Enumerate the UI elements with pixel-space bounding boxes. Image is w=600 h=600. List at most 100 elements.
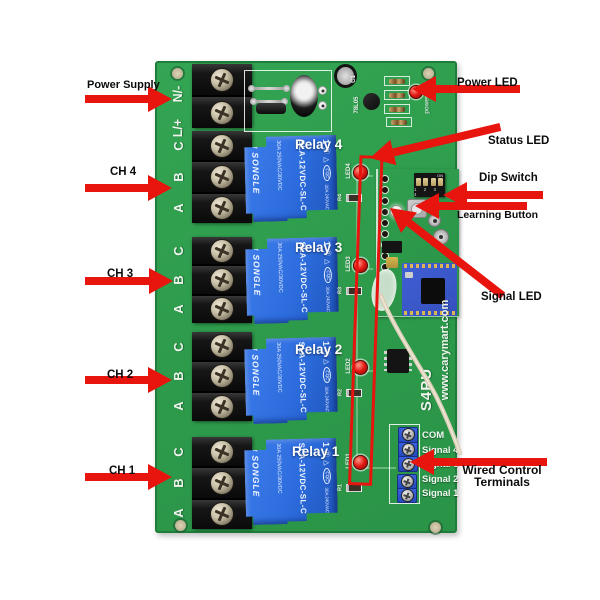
- power-circuit-silkscreen: [244, 70, 332, 132]
- yellow-capacitor: [386, 257, 398, 268]
- relay-4-label: Relay 4: [295, 137, 343, 152]
- terminal-screw: [210, 164, 234, 189]
- status-led-label: Status LED: [488, 135, 550, 147]
- pin-hole: [381, 186, 389, 194]
- signal-led: [390, 205, 403, 218]
- terminal-cell: [399, 428, 417, 443]
- status-led-4: [353, 165, 368, 180]
- terminal-screw: [210, 364, 234, 389]
- ch4-terminal-letter: B: [170, 172, 186, 182]
- dip-sliders: [415, 178, 444, 186]
- jumper-wire: [250, 98, 288, 105]
- power-led-arrow: [412, 76, 520, 102]
- driver-ic: [384, 349, 412, 373]
- ch3-label: CH 3: [107, 268, 134, 280]
- terminal-cell: [192, 162, 252, 194]
- terminal-cell: [192, 437, 252, 469]
- ch4-terminal-block: [192, 131, 252, 223]
- status-led-2: [353, 360, 368, 375]
- ch1-terminal-letter: C: [170, 447, 186, 457]
- terminal-screw: [210, 238, 234, 263]
- wired-label-signal2: Signal 2: [422, 474, 459, 485]
- website-text: www.carymart.com: [439, 299, 451, 401]
- ch4-label: CH 4: [110, 166, 137, 178]
- resistor-r1: [346, 484, 362, 492]
- small-ic: [382, 241, 402, 253]
- resistor-r4: [346, 194, 362, 202]
- terminal-cell: [192, 295, 252, 323]
- ch3-terminal-letter: A: [170, 304, 186, 314]
- r3-label: R3: [337, 286, 343, 295]
- resistor-r3: [346, 287, 362, 295]
- mounting-hole: [430, 522, 441, 533]
- mounting-hole: [175, 520, 186, 531]
- mounting-hole: [423, 68, 434, 79]
- terminal-screw: [210, 267, 234, 292]
- resistor-r2: [346, 389, 362, 397]
- r4-label: R4: [337, 193, 343, 202]
- relay-rating: 30A 250VAC/30VDC: [275, 140, 283, 191]
- terminal-screw: [210, 470, 234, 495]
- signal-led-label: Signal LED: [481, 291, 542, 303]
- pcb-trace: [356, 178, 358, 468]
- terminal-cell: [192, 362, 252, 393]
- ch2-terminal-letter: A: [170, 401, 186, 411]
- jumper-wire: [248, 85, 290, 92]
- wired-label-com: COM: [422, 430, 445, 441]
- ch3-terminal-letter: B: [170, 275, 186, 285]
- r1-label: R1: [337, 483, 343, 492]
- ch4-terminal-letter: A: [170, 203, 186, 213]
- ch3-terminal-letter: C: [170, 246, 186, 256]
- ch1-terminal-letter: B: [170, 478, 186, 488]
- terminal-screw: [210, 196, 234, 221]
- terminal-screw: [210, 133, 234, 158]
- pin-hole: [381, 197, 389, 205]
- relay-3-label: Relay 3: [295, 240, 343, 255]
- status-led-1: [353, 455, 368, 470]
- resistor: [384, 104, 410, 114]
- pcb-trace: [356, 467, 396, 469]
- terminal-cell: [192, 332, 252, 363]
- relay-brand: ≋ SONGLE: [250, 140, 262, 195]
- ch1-label: CH 1: [109, 465, 136, 477]
- diode: [256, 103, 286, 114]
- terminal-screw: [210, 67, 234, 92]
- power-terminal-block: [192, 64, 252, 128]
- terminal-cell: [398, 475, 416, 489]
- wired-terminal-block-lower: [397, 474, 417, 503]
- led4-label: LED4: [346, 163, 352, 179]
- ch1-terminal-letter: A: [170, 508, 186, 518]
- power-supply-label: Power Supply: [87, 79, 160, 91]
- learning-button-label: Learning Button: [457, 209, 539, 221]
- terminal-screw: [400, 475, 414, 488]
- ch1-arrow: [85, 464, 172, 490]
- relay-2-label: Relay 2: [295, 342, 343, 357]
- power-supply-arrow: [85, 86, 172, 112]
- capacitor-c1-label: C1: [351, 75, 357, 83]
- voltage-regulator: [363, 93, 380, 110]
- ch2-label: CH 2: [107, 369, 134, 381]
- ch2-terminal-letter: B: [170, 371, 186, 381]
- terminal-cell: [192, 237, 252, 267]
- pin-hole: [381, 230, 389, 238]
- pin-hole: [381, 208, 389, 216]
- resistor: [386, 117, 412, 127]
- terminal-screw: [210, 100, 234, 125]
- status-led-callout-rectangle: [348, 155, 384, 486]
- dip-switch-label: Dip Switch: [479, 172, 538, 184]
- ch1-terminal-block: [192, 437, 252, 529]
- ch2-terminal-letter: C: [170, 342, 186, 352]
- terminal-cell: [192, 97, 252, 128]
- terminal-screw: [210, 334, 234, 359]
- terminal-screw: [210, 297, 234, 322]
- ch3-terminal-block: [192, 237, 252, 323]
- ch4-terminal-letter: C: [170, 141, 186, 151]
- terminal-screw: [400, 489, 414, 502]
- learning-button-arrow: [415, 193, 527, 219]
- terminal-cell: [192, 64, 252, 97]
- crystal: [405, 272, 413, 278]
- wired-label-signal1: Signal 1: [422, 488, 459, 499]
- status-led-3: [353, 258, 368, 273]
- ch4-arrow: [85, 175, 172, 201]
